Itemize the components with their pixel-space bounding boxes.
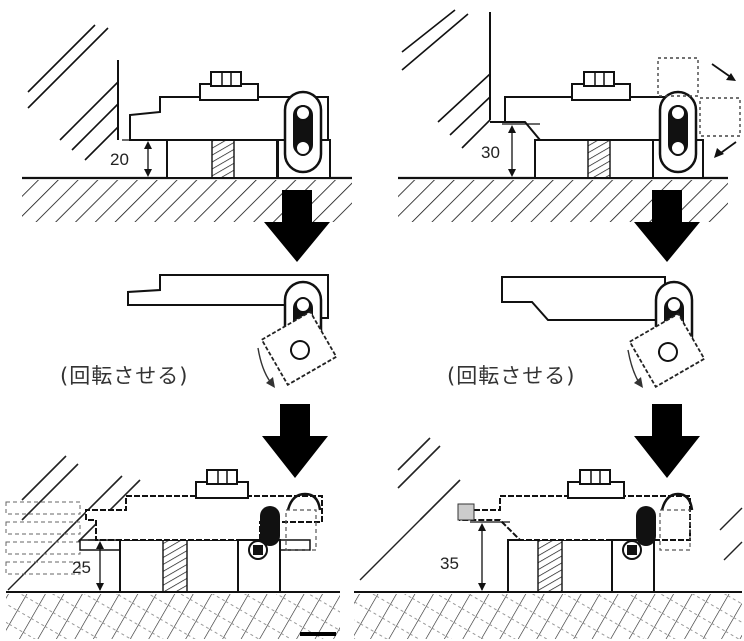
bracket-bottom-right (457, 469, 691, 541)
dimension-bottom-right: 35 (440, 521, 510, 591)
bracket-top-right (490, 71, 666, 141)
wall-bottom-right (359, 437, 743, 581)
panel-top-right: 30 (398, 9, 741, 222)
hinge-top-right (652, 57, 741, 179)
pedestal-top-right (534, 139, 654, 179)
panel-bottom-right: 35 (354, 437, 743, 639)
wall-top-left (27, 24, 119, 161)
hinge-top-left (277, 90, 331, 179)
dimension-top-right: 30 (481, 123, 540, 177)
dimension-label-30: 30 (481, 143, 500, 162)
wall-bottom-left (5, 455, 141, 591)
bracket-top-left (129, 71, 329, 141)
panel-bottom-left: 25 (5, 455, 340, 639)
floor-bottom-left (6, 591, 340, 639)
hinge-bottom-left (237, 492, 322, 593)
panel-middle-right (501, 276, 706, 389)
floor-bottom-right (354, 591, 742, 639)
step-arrow-right-1 (634, 190, 700, 262)
dimension-top-left: 20 (110, 139, 166, 177)
step-arrow-left-1 (264, 190, 330, 262)
dimension-bottom-left: 25 (72, 539, 122, 591)
pedestal-bottom-right (507, 539, 613, 593)
motion-arrow-upper (711, 63, 733, 79)
dimension-label-20: 20 (110, 150, 129, 169)
bracket-middle-right (501, 276, 666, 321)
pedestal-top-left (166, 139, 278, 179)
panel-middle-left (127, 274, 338, 388)
hinge-bottom-right (611, 492, 694, 593)
dimension-label-25: 25 (72, 558, 91, 577)
bracket-bottom-left (85, 469, 323, 541)
hinge-middle-left (257, 280, 338, 388)
wall-top-right (401, 9, 491, 149)
ghost-outline-side (699, 97, 741, 137)
rotate-note-left: (回転させる) (60, 364, 189, 388)
hinge-middle-right (627, 280, 706, 389)
rotate-note-right: (回転させる) (447, 364, 576, 388)
pedestal-bottom-left (119, 539, 239, 593)
dimension-label-35: 35 (440, 554, 459, 573)
step-arrow-left-2 (262, 404, 328, 478)
ghost-outline-upper (657, 57, 699, 97)
step-arrow-right-2 (634, 404, 700, 478)
